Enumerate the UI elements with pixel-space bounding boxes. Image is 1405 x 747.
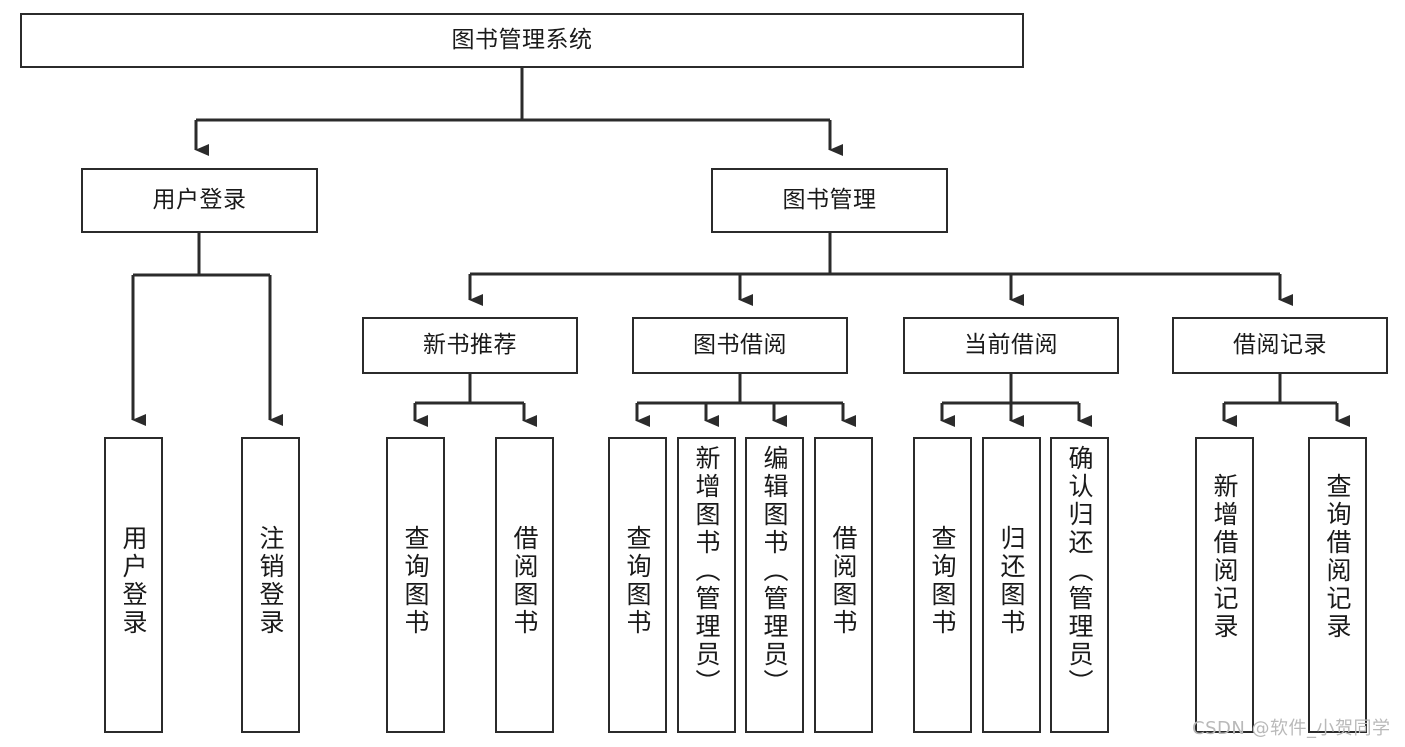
node-borrow-record-label: 借阅记录 bbox=[1233, 332, 1327, 359]
node-user-login[interactable]: 用户登录 bbox=[81, 168, 318, 233]
node-leaf-logout-login[interactable]: 注销登录 bbox=[241, 437, 300, 733]
node-leaf-add-borrow-record-label: 新增借阅记录 bbox=[1210, 473, 1239, 641]
node-user-login-label: 用户登录 bbox=[152, 187, 247, 214]
node-leaf-borrow-book-2-label: 借阅图书 bbox=[829, 525, 858, 637]
node-book-borrow[interactable]: 图书借阅 bbox=[632, 317, 848, 374]
node-leaf-add-borrow-record[interactable]: 新增借阅记录 bbox=[1195, 437, 1254, 733]
node-leaf-query-book-1-label: 查询图书 bbox=[401, 525, 430, 637]
node-root[interactable]: 图书管理系统 bbox=[20, 13, 1024, 68]
node-leaf-query-borrow-record[interactable]: 查询借阅记录 bbox=[1308, 437, 1367, 733]
node-leaf-add-book[interactable]: 新增图书（管理员） bbox=[677, 437, 736, 733]
node-leaf-query-book-1[interactable]: 查询图书 bbox=[386, 437, 445, 733]
node-leaf-query-book-3-label: 查询图书 bbox=[928, 525, 957, 637]
node-leaf-query-book-2[interactable]: 查询图书 bbox=[608, 437, 667, 733]
node-leaf-borrow-book-2[interactable]: 借阅图书 bbox=[814, 437, 873, 733]
node-book-management-label: 图书管理 bbox=[782, 187, 877, 214]
node-leaf-edit-book-label: 编辑图书（管理员） bbox=[760, 445, 789, 697]
node-leaf-return-book[interactable]: 归还图书 bbox=[982, 437, 1041, 733]
node-leaf-borrow-book-1[interactable]: 借阅图书 bbox=[495, 437, 554, 733]
node-leaf-add-book-label: 新增图书（管理员） bbox=[692, 445, 721, 697]
node-book-management[interactable]: 图书管理 bbox=[711, 168, 948, 233]
node-new-book-recommend-label: 新书推荐 bbox=[423, 332, 517, 359]
node-leaf-borrow-book-1-label: 借阅图书 bbox=[510, 525, 539, 637]
node-leaf-confirm-return-label: 确认归还（管理员） bbox=[1065, 445, 1094, 697]
node-new-book-recommend[interactable]: 新书推荐 bbox=[362, 317, 578, 374]
node-leaf-user-login[interactable]: 用户登录 bbox=[104, 437, 163, 733]
node-leaf-query-book-3[interactable]: 查询图书 bbox=[913, 437, 972, 733]
node-leaf-query-book-2-label: 查询图书 bbox=[623, 525, 652, 637]
node-book-borrow-label: 图书借阅 bbox=[693, 332, 787, 359]
node-root-label: 图书管理系统 bbox=[451, 27, 593, 54]
node-current-borrow[interactable]: 当前借阅 bbox=[903, 317, 1119, 374]
node-leaf-return-book-label: 归还图书 bbox=[997, 525, 1026, 637]
node-leaf-logout-login-label: 注销登录 bbox=[256, 525, 285, 637]
node-leaf-confirm-return[interactable]: 确认归还（管理员） bbox=[1050, 437, 1109, 733]
node-leaf-user-login-label: 用户登录 bbox=[119, 525, 148, 637]
watermark: CSDN @软件_小贺同学 bbox=[1192, 718, 1391, 739]
node-borrow-record[interactable]: 借阅记录 bbox=[1172, 317, 1388, 374]
node-leaf-query-borrow-record-label: 查询借阅记录 bbox=[1323, 473, 1352, 641]
node-leaf-edit-book[interactable]: 编辑图书（管理员） bbox=[745, 437, 804, 733]
node-current-borrow-label: 当前借阅 bbox=[964, 332, 1058, 359]
